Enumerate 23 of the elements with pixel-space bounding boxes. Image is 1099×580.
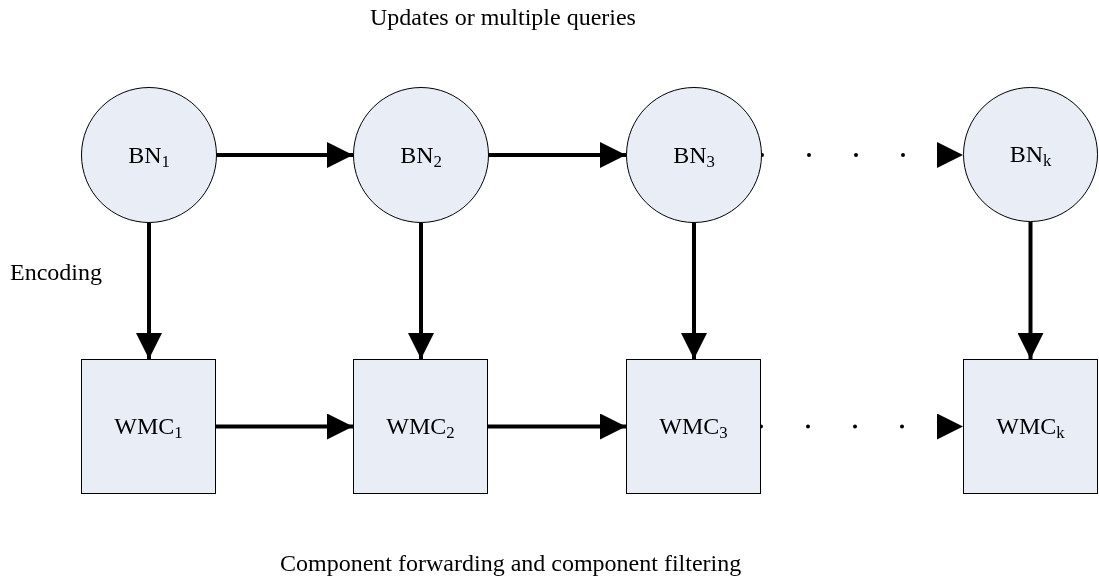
node-label: BN$_{k}$ bbox=[1009, 141, 1052, 168]
node-label: BN$_{1}$ bbox=[128, 141, 170, 169]
text-label: Encoding bbox=[10, 259, 102, 286]
arrow bbox=[408, 223, 434, 359]
node-label: WMC$_{2}$ bbox=[386, 413, 455, 440]
arrow bbox=[136, 223, 162, 359]
arrow bbox=[1017, 222, 1044, 359]
node-label: BN$_{3}$ bbox=[673, 141, 715, 169]
arrow bbox=[217, 142, 353, 168]
arrow bbox=[488, 413, 626, 440]
node-label: WMC$_{k}$ bbox=[996, 413, 1065, 440]
arrow bbox=[489, 142, 626, 168]
arrow bbox=[216, 413, 353, 440]
square-node bbox=[626, 359, 761, 494]
square-node bbox=[81, 359, 216, 494]
text-label: Updates or multiple queries bbox=[370, 4, 636, 31]
text-label: Component forwarding and component filtering bbox=[280, 550, 742, 577]
node-label: BN$_{2}$ bbox=[400, 141, 442, 169]
node-label: WMC$_{3}$ bbox=[659, 413, 728, 440]
square-node bbox=[353, 359, 488, 494]
arrow bbox=[681, 223, 707, 359]
node-label: WMC$_{1}$ bbox=[114, 413, 183, 440]
square-node bbox=[963, 359, 1098, 494]
